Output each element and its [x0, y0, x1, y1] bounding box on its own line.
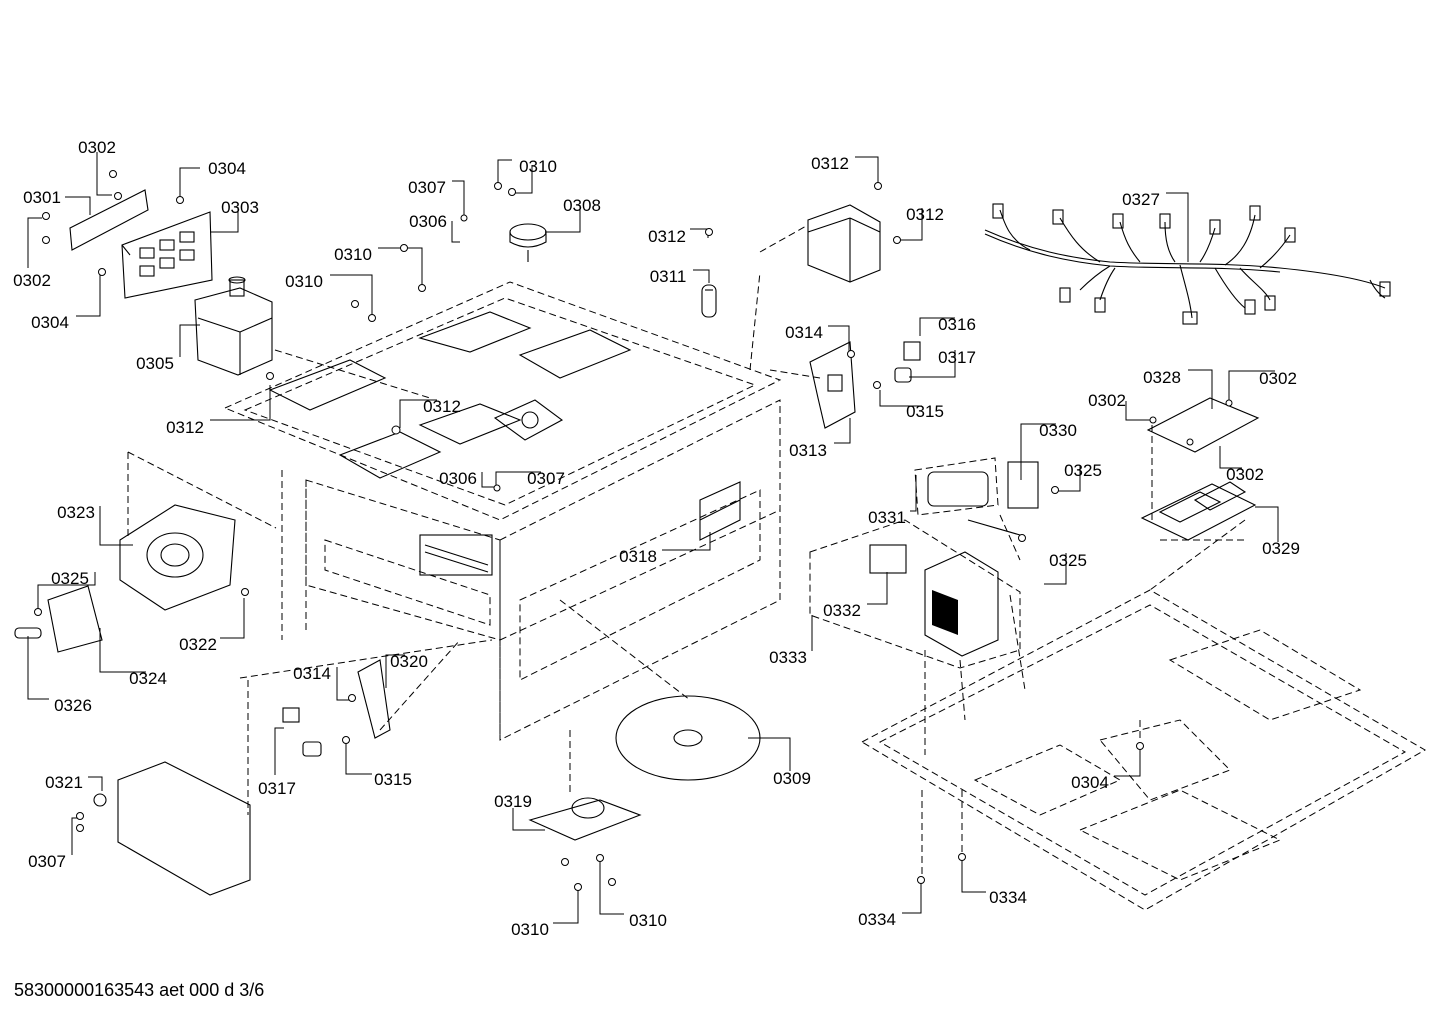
screws — [34, 170, 1233, 891]
part-callout-0302: 0302 — [1226, 465, 1264, 484]
base-plate — [860, 589, 1427, 911]
part-callout-0310: 0310 — [511, 920, 549, 939]
part-callout-0306: 0306 — [439, 469, 477, 488]
part-callout-0310: 0310 — [334, 245, 372, 264]
part-callout-0332: 0332 — [823, 601, 861, 620]
part-callout-0302: 0302 — [78, 138, 116, 157]
part-callout-0305: 0305 — [136, 354, 174, 373]
part-callout-0310: 0310 — [519, 157, 557, 176]
part-callout-0316: 0316 — [938, 315, 976, 334]
cover-bracket — [807, 204, 881, 283]
oven-cavity — [223, 281, 782, 741]
part-callout-0333: 0333 — [769, 648, 807, 667]
document-footer: 58300000163543 aet 000 d 3/6 — [14, 980, 265, 1000]
part-callout-0307: 0307 — [408, 178, 446, 197]
part-callout-0328: 0328 — [1143, 368, 1181, 387]
part-callout-0312: 0312 — [906, 205, 944, 224]
part-callout-0311: 0311 — [650, 267, 687, 286]
part-callout-0327: 0327 — [1122, 190, 1160, 209]
part-callout-0330: 0330 — [1039, 421, 1077, 440]
part-callout-0319: 0319 — [494, 792, 532, 811]
magnetron — [194, 276, 273, 376]
part-callout-0318: 0318 — [619, 547, 657, 566]
assembly-lines — [127, 224, 1246, 880]
lamp — [701, 284, 717, 318]
lower-switch-bracket — [282, 659, 391, 757]
part-callout-0304: 0304 — [31, 313, 69, 332]
part-callout-0312: 0312 — [648, 227, 686, 246]
part-callout-0322: 0322 — [179, 635, 217, 654]
part-callout-0307: 0307 — [28, 852, 66, 871]
part-callout-0312: 0312 — [423, 397, 461, 416]
part-callout-0317: 0317 — [938, 348, 976, 367]
part-callout-0314: 0314 — [293, 664, 331, 683]
part-callout-0314: 0314 — [785, 323, 823, 342]
part-callout-0329: 0329 — [1262, 539, 1300, 558]
control-panel-assembly — [69, 189, 213, 299]
part-callout-0304: 0304 — [1071, 773, 1109, 792]
part-callout-0323: 0323 — [57, 503, 95, 522]
part-callout-0334: 0334 — [989, 888, 1027, 907]
part-callout-0302: 0302 — [1088, 391, 1126, 410]
part-callout-0334: 0334 — [858, 910, 896, 929]
callout-labels: 0302 0304 0301 0303 0302 0304 0305 0312 0310 0307… — [13, 138, 1300, 939]
part-callout-0306: 0306 — [409, 212, 447, 231]
part-callout-0313: 0313 — [789, 441, 827, 460]
part-callout-0325: 0325 — [1064, 461, 1102, 480]
part-callout-0317: 0317 — [258, 779, 296, 798]
blower-assembly — [14, 504, 236, 653]
high-voltage-components — [809, 457, 1039, 669]
part-callout-0331: 0331 — [868, 508, 906, 527]
part-callout-0310: 0310 — [629, 911, 667, 930]
part-callout-0301: 0301 — [23, 188, 61, 207]
part-callout-0325: 0325 — [1049, 551, 1087, 570]
part-callout-0310: 0310 — [285, 272, 323, 291]
stirrer-motor — [509, 223, 547, 262]
part-callout-0321: 0321 — [45, 773, 83, 792]
part-callout-0307: 0307 — [527, 469, 565, 488]
callout-leaders — [27, 152, 1279, 924]
part-callout-0312: 0312 — [811, 154, 849, 173]
part-callout-0309: 0309 — [773, 769, 811, 788]
part-callout-0324: 0324 — [129, 669, 167, 688]
part-callout-0315: 0315 — [906, 402, 944, 421]
part-callout-0312: 0312 — [166, 418, 204, 437]
part-callout-0304: 0304 — [208, 159, 246, 178]
part-callout-0302: 0302 — [13, 271, 51, 290]
part-callout-0308: 0308 — [563, 196, 601, 215]
control-board — [1140, 397, 1260, 541]
lower-housing — [93, 761, 251, 896]
door-switch-bracket — [809, 341, 921, 429]
turntable-plate — [528, 695, 761, 841]
part-callout-0325: 0325 — [51, 569, 89, 588]
part-callout-0315: 0315 — [374, 770, 412, 789]
part-callout-0320: 0320 — [390, 652, 428, 671]
part-callout-0302: 0302 — [1259, 369, 1297, 388]
part-callout-0326: 0326 — [54, 696, 92, 715]
part-callout-0303: 0303 — [221, 198, 259, 217]
wire-harness — [984, 203, 1391, 325]
